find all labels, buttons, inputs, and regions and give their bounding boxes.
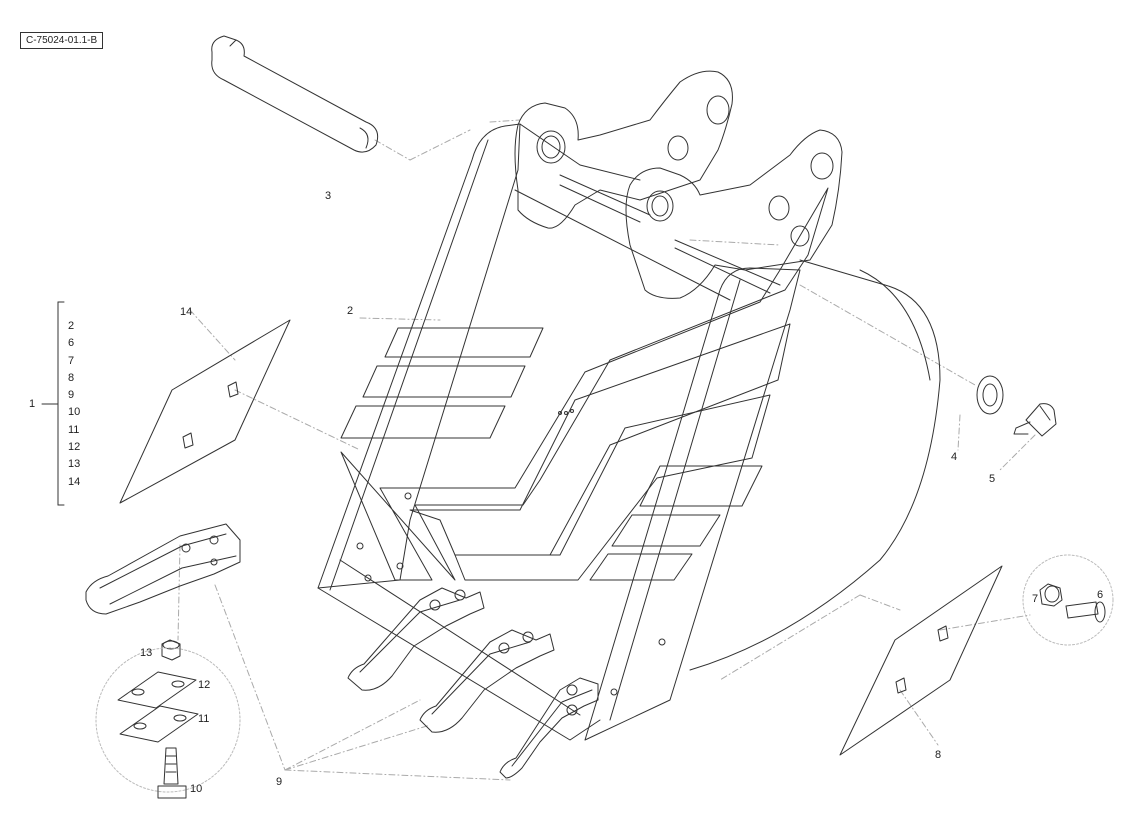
callout-lock-pin: 5 <box>989 473 996 485</box>
screw-part <box>157 747 187 799</box>
bucket-teeth <box>347 587 599 779</box>
bolt-nut-parts <box>1039 583 1106 623</box>
kit-item: 14 <box>68 475 81 488</box>
kit-item: 9 <box>68 389 75 402</box>
reference-code: C-75024-01.1-B <box>20 32 104 49</box>
kit-item: 8 <box>68 371 75 384</box>
callout-bucket-body: 2 <box>347 305 354 317</box>
leader-lines <box>177 119 1036 781</box>
callout-nut-small: 7 <box>1032 593 1039 605</box>
kit-item: 2 <box>68 320 75 332</box>
kit-item: 7 <box>68 354 75 367</box>
kit-bracket <box>41 301 65 506</box>
callout-pin: 3 <box>325 190 332 202</box>
callout-kit: 1 <box>29 398 36 410</box>
detail-circles <box>95 554 1114 793</box>
pin-part <box>211 35 379 153</box>
callout-side-cutter-right: 8 <box>935 749 942 761</box>
kit-item: 11 <box>68 423 80 436</box>
kit-item: 12 <box>68 441 81 454</box>
kit-item: 10 <box>68 406 81 419</box>
callout-nut: 13 <box>140 647 153 659</box>
left-side-cutter <box>119 319 291 504</box>
shim-parts <box>117 671 199 743</box>
callout-bolt: 6 <box>1097 589 1104 601</box>
callout-side-cutter-left: 14 <box>180 306 193 318</box>
right-side-cutter <box>839 565 1003 756</box>
callout-shim-upper: 12 <box>198 679 211 691</box>
kit-item: 6 <box>68 337 75 350</box>
kit-item: 13 <box>68 458 81 471</box>
loose-tooth <box>85 523 241 615</box>
kit-contents-list: 2 6 7 8 9 10 11 12 13 14 <box>60 318 80 491</box>
bucket-decal <box>340 187 829 581</box>
nut-part <box>161 639 181 661</box>
lock-pin-part <box>1013 403 1057 437</box>
callout-washer: 4 <box>951 451 958 463</box>
bucket-body <box>317 70 941 741</box>
callout-shim-lower: 11 <box>198 713 210 725</box>
washer-part <box>976 375 1004 415</box>
callout-screw: 10 <box>190 783 203 795</box>
callout-tooth: 9 <box>276 776 283 788</box>
